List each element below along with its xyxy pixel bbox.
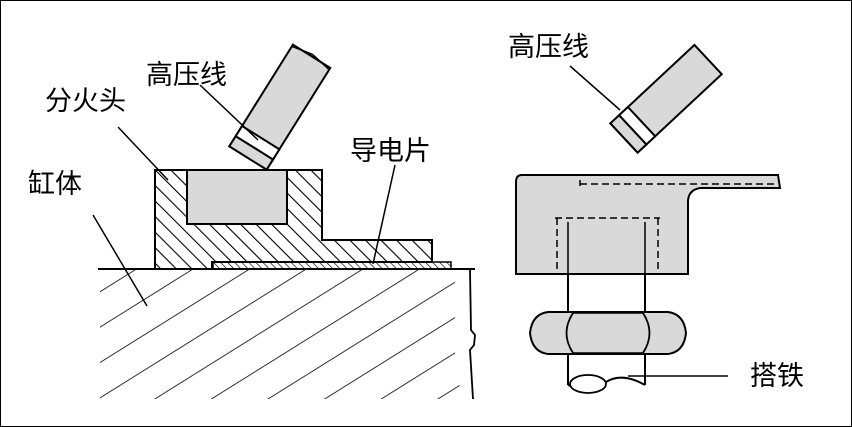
label-ground-strap: 搭铁 <box>750 361 804 392</box>
leader-wire-right <box>569 65 621 111</box>
label-high-voltage-wire-right: 高压线 <box>508 32 589 63</box>
cylinder-body <box>98 268 476 400</box>
wire-socket <box>186 169 288 225</box>
conductive-strip-part <box>212 261 452 270</box>
leader-distributor <box>117 126 169 181</box>
label-distributor-head: 分火头 <box>45 86 126 117</box>
hex-nut <box>528 311 688 355</box>
leader-wire-left <box>199 84 259 141</box>
leader-strip <box>372 164 396 265</box>
label-cylinder-body: 缸体 <box>28 169 82 200</box>
high-voltage-wire-left-part <box>227 43 332 172</box>
distributor-head <box>154 169 433 270</box>
leader-cylinder <box>92 214 148 307</box>
high-voltage-wire-right-part <box>608 43 724 155</box>
label-conductive-strip: 导电片 <box>350 136 431 167</box>
label-high-voltage-wire-left: 高压线 <box>146 60 227 91</box>
terminal-bracket <box>515 174 782 275</box>
